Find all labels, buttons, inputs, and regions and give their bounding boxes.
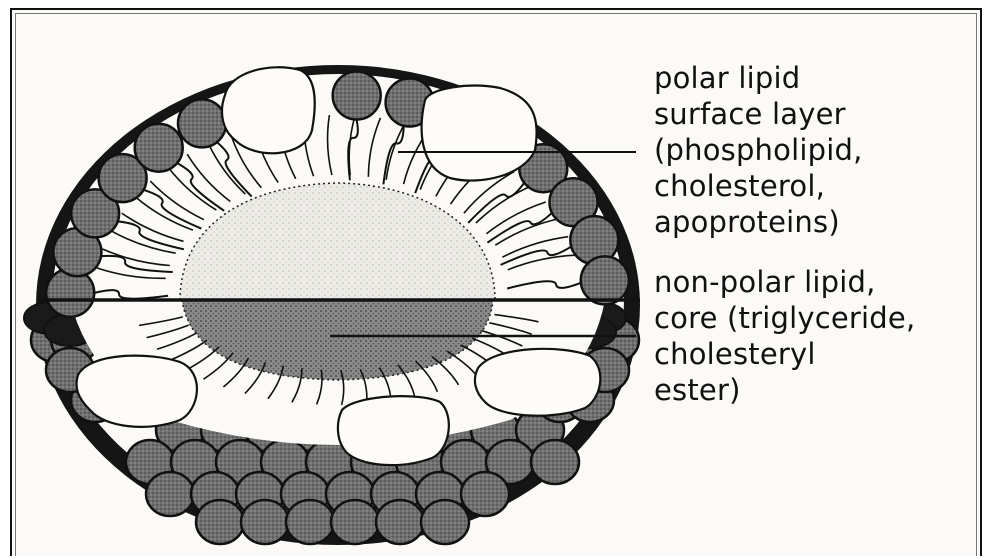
phospholipid-head [531, 440, 579, 484]
non-polar-lipid-label: non-polar lipid, core (triglyceride, cho… [654, 264, 915, 408]
apoprotein-blob [338, 396, 449, 465]
phospholipid-head [333, 72, 381, 120]
phospholipid-head [146, 472, 194, 516]
apoprotein-blob [222, 67, 315, 153]
phospholipid-head [286, 500, 334, 544]
apoprotein-blob [422, 86, 537, 181]
phospholipid-head [135, 124, 183, 172]
phospholipid-head [241, 500, 289, 544]
polar-lipid-label: polar lipid surface layer (phospholipid,… [654, 60, 863, 240]
phospholipid-head [461, 472, 509, 516]
apoprotein-blob [475, 349, 600, 416]
phospholipid-head [196, 500, 244, 544]
phospholipid-head [331, 500, 379, 544]
phospholipid-head [178, 99, 226, 147]
phospholipid-head [376, 500, 424, 544]
phospholipid-head [581, 256, 629, 304]
phospholipid-head [421, 500, 469, 544]
